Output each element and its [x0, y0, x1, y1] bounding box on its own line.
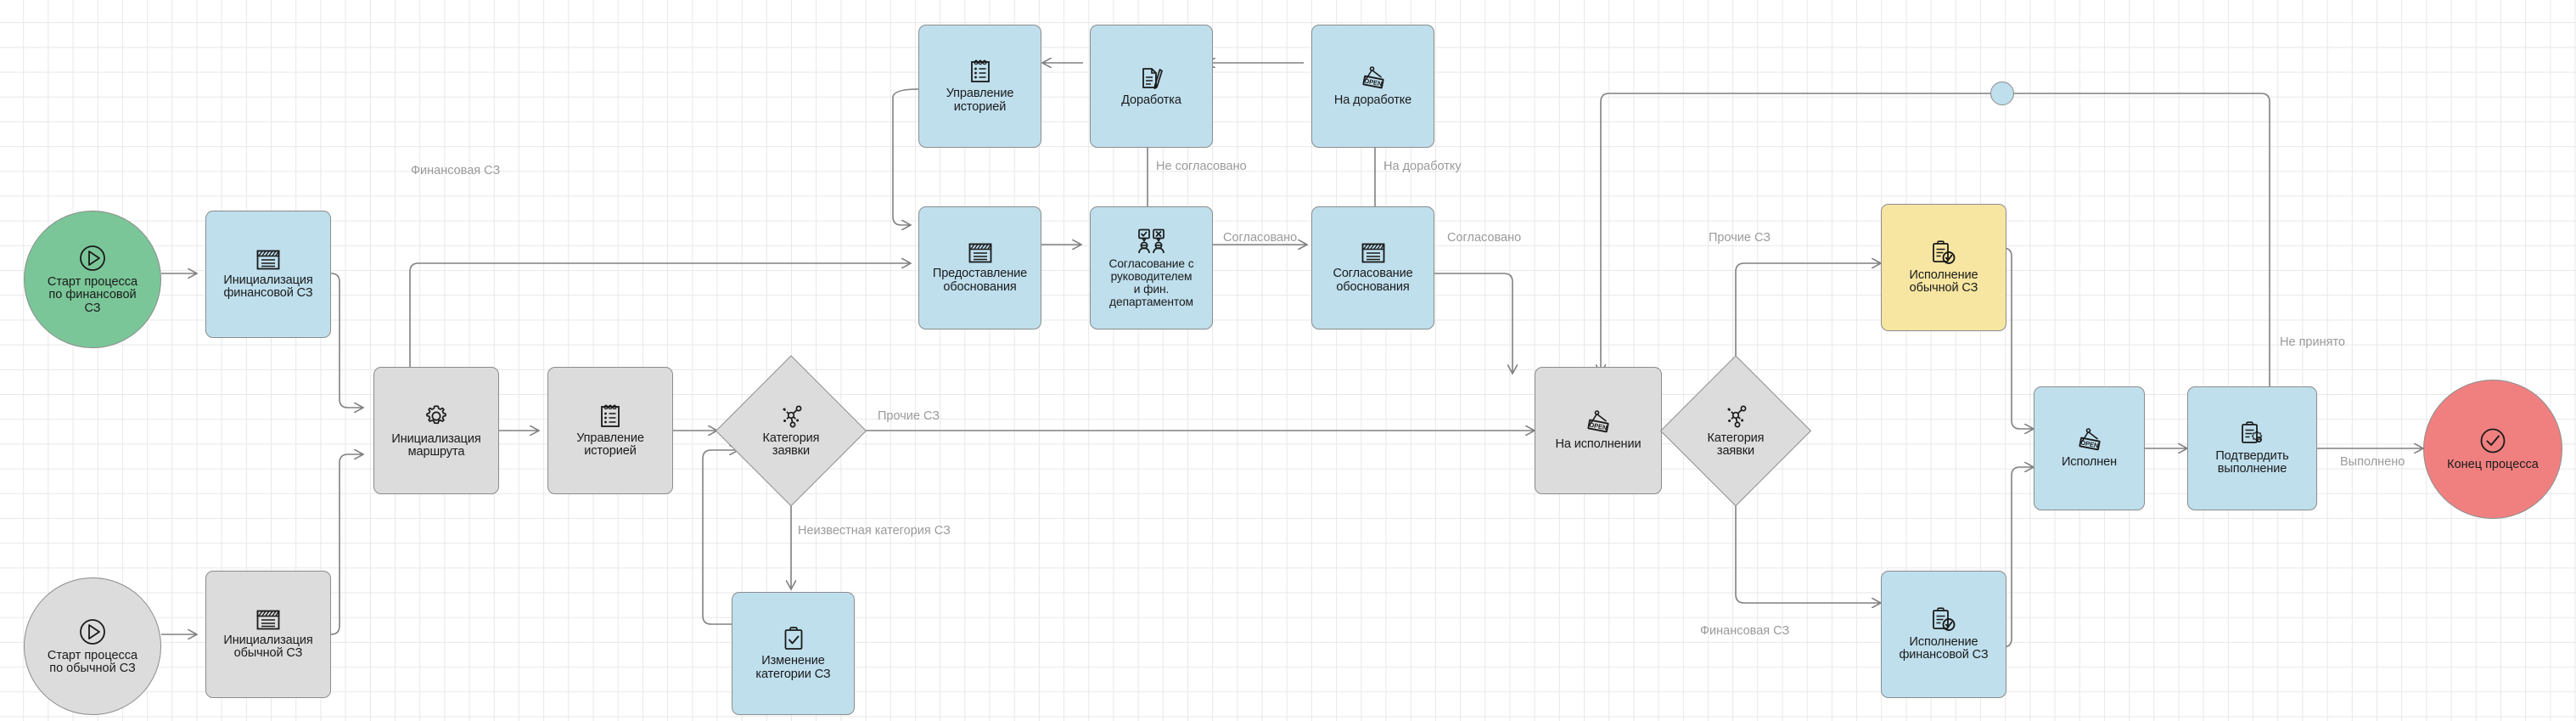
task-revision-label: Доработка	[1121, 93, 1181, 107]
task-execute-financial[interactable]: Исполнение финансовой СЗ	[1881, 571, 2006, 698]
edge-exec-fin-to-executed	[2002, 467, 2034, 648]
check-circle-icon	[2478, 426, 2507, 455]
task-revision[interactable]: Доработка	[1090, 25, 1213, 148]
task-confirm-completion[interactable]: Подтвердить выполнение	[2187, 386, 2317, 510]
svg-text:OPEN: OPEN	[1363, 76, 1383, 87]
window-list-icon	[255, 609, 281, 631]
intermediate-junction-dot[interactable]	[1990, 82, 2014, 105]
clipboard-gear-check-icon	[1930, 239, 1957, 266]
task-change-category-label: Изменение категории СЗ	[755, 654, 831, 681]
svg-text:OPEN: OPEN	[1589, 421, 1608, 432]
task-history-management-top-label: Управление историей	[946, 87, 1014, 114]
two-users-vote-icon	[1136, 228, 1167, 254]
task-history-management-mid[interactable]: Управление историей	[547, 367, 673, 494]
task-executed-state-label: Исполнен	[2061, 455, 2117, 470]
gateway-request-category-1-label: Категория заявки	[762, 431, 820, 458]
task-approve-head-finance-label: Согласование с руководителем и фин. депа…	[1108, 256, 1194, 308]
task-init-common-label: Инициализация обычной СЗ	[223, 633, 313, 660]
gateway-request-category-2[interactable]: Категория заявки	[1660, 355, 1811, 506]
task-history-management-top[interactable]: Управление историей	[918, 25, 1041, 148]
network-node-icon	[777, 403, 805, 429]
open-sign-icon: OPEN	[1359, 65, 1388, 91]
start-event-common[interactable]: Старт процесса по обычной СЗ	[24, 577, 161, 715]
edge-label-unknown-category: Неизвестная категория СЗ	[798, 524, 951, 538]
play-circle-icon	[78, 244, 107, 273]
gear-icon	[423, 403, 450, 430]
task-approve-justification-label: Согласование обоснования	[1333, 267, 1413, 294]
task-init-route[interactable]: Инициализация маршрута	[373, 367, 499, 494]
doc-pen-icon	[1139, 65, 1165, 91]
edge-label-to-revision: На доработку	[1383, 160, 1462, 173]
notepad-list-icon	[968, 59, 992, 84]
start-event-common-label: Старт процесса по обычной СЗ	[47, 648, 138, 675]
task-history-management-mid-label: Управление историей	[576, 431, 644, 458]
task-approve-justification[interactable]: Согласование обоснования	[1311, 206, 1434, 330]
window-list-icon	[968, 242, 993, 264]
gateway-request-category-1[interactable]: Категория заявки	[716, 355, 867, 506]
task-on-revision-state[interactable]: OPEN На доработке	[1311, 25, 1434, 148]
clipboard-check-icon	[782, 626, 805, 651]
edge-label-financial-sz-2: Финансовая СЗ	[1700, 624, 1790, 638]
start-event-financial[interactable]: Старт процесса по финансовой СЗ	[24, 211, 161, 348]
task-execute-common-label: Исполнение обычной СЗ	[1909, 268, 1978, 295]
play-circle-icon	[78, 617, 107, 646]
notepad-list-icon	[598, 403, 622, 429]
start-event-financial-label: Старт процесса по финансовой СЗ	[47, 274, 138, 315]
open-sign-icon: OPEN	[2075, 427, 2104, 453]
edge-exec-common-to-executed	[2002, 247, 2034, 429]
task-on-revision-state-label: На доработке	[1333, 93, 1412, 107]
task-in-execution-state[interactable]: OPEN На исполнении	[1535, 367, 1662, 494]
task-execute-financial-label: Исполнение финансовой СЗ	[1899, 634, 1989, 662]
network-node-icon	[1722, 403, 1749, 429]
task-provide-justification-label: Предоставление обоснования	[932, 267, 1028, 294]
task-in-execution-state-label: На исполнении	[1555, 437, 1642, 452]
edge-label-other-sz-1: Прочие СЗ	[878, 409, 940, 423]
task-approve-head-finance[interactable]: Согласование с руководителем и фин. депа…	[1090, 206, 1213, 330]
open-sign-icon: OPEN	[1584, 409, 1613, 435]
end-event-process-label: Конец процесса	[2447, 458, 2539, 472]
edge-label-financial-sz-1: Финансовая СЗ	[411, 164, 501, 177]
clipboard-gear-icon	[2239, 420, 2266, 447]
task-confirm-completion-label: Подтвердить выполнение	[2215, 448, 2289, 476]
edge-init-fin-to-init-route	[330, 273, 363, 408]
task-init-financial[interactable]: Инициализация финансовой СЗ	[205, 211, 331, 338]
gateway-request-category-2-label: Категория заявки	[1707, 431, 1765, 458]
edge-approve-reason-to-in-execution	[1434, 273, 1512, 374]
window-list-icon	[255, 249, 281, 271]
task-init-route-label: Инициализация маршрута	[391, 431, 481, 459]
edge-label-approved-2: Согласовано	[1447, 231, 1522, 245]
edge-label-approved-1: Согласовано	[1223, 231, 1298, 245]
window-list-icon	[1361, 242, 1386, 264]
edge-label-not-accepted: Не принято	[2280, 335, 2345, 349]
task-provide-justification[interactable]: Предоставление обоснования	[918, 206, 1041, 330]
edge-confirm-exec-to-in-execution	[2005, 93, 2270, 391]
end-event-process[interactable]: Конец процесса	[2423, 380, 2562, 519]
task-execute-common[interactable]: Исполнение обычной СЗ	[1881, 204, 2006, 331]
edge-label-done: Выполнено	[2340, 455, 2405, 469]
edge-history-top-to-provide-reason	[892, 88, 919, 225]
edge-label-not-approved: Не согласовано	[1156, 160, 1247, 173]
task-change-category[interactable]: Изменение категории СЗ	[732, 592, 855, 715]
task-init-common[interactable]: Инициализация обычной СЗ	[205, 571, 331, 698]
clipboard-gear-check-icon	[1930, 606, 1957, 633]
edge-label-other-sz-2: Прочие СЗ	[1709, 231, 1771, 245]
edge-init-common-to-init-route	[330, 454, 363, 635]
task-executed-state[interactable]: OPEN Исполнен	[2034, 386, 2145, 510]
svg-text:OPEN: OPEN	[2079, 439, 2099, 450]
task-init-financial-label: Инициализация финансовой СЗ	[223, 273, 313, 300]
